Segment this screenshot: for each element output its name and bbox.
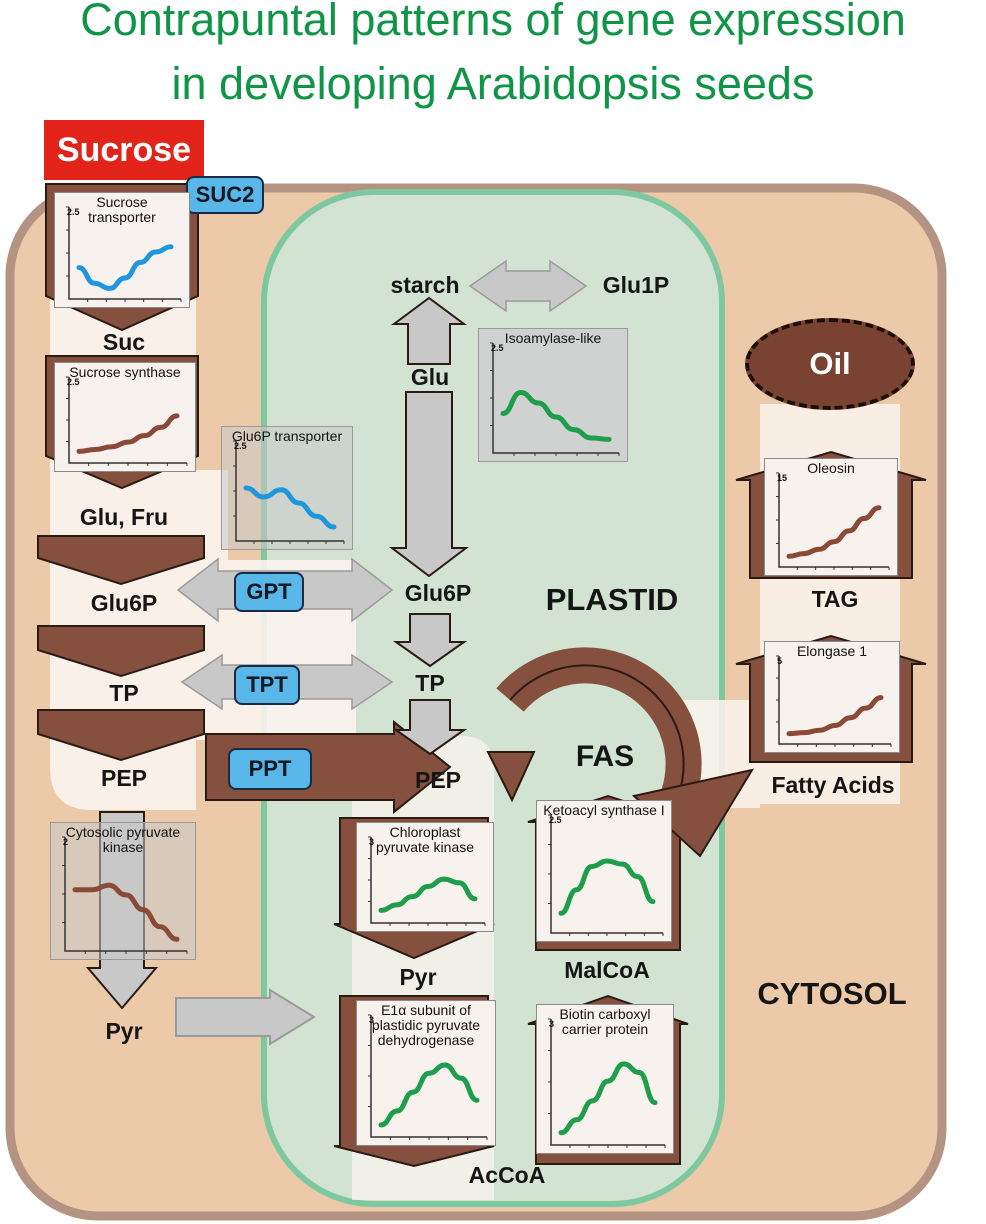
- graph-isoamylase-like: Isoamylase-like 2.5: [478, 328, 628, 462]
- oil-body: Oil: [745, 318, 915, 410]
- graph-ymax: 2: [63, 837, 69, 847]
- cytosol-label: CYTOSOL: [757, 976, 907, 1011]
- graph-title: Glu6P transporter: [231, 428, 343, 444]
- arrow-glu6p-to-tp: [37, 625, 205, 678]
- graph-sucrose-transporter: Sucrose transporter 2.5: [54, 192, 190, 308]
- graph-elongase-1: Elongase 1 5: [764, 641, 900, 753]
- graph-title: Biotin carboxyl carrier protein: [559, 1006, 651, 1037]
- metabolite-glu-fru: Glu, Fru: [79, 504, 169, 530]
- graph-ymax: 3: [549, 1019, 555, 1029]
- arrow-glufru-to-glu6p: [37, 535, 205, 586]
- graph-sucrose-synthase: Sucrose synthase 2.5: [54, 362, 196, 472]
- graph-biotin-carboxyl-carrier-protein: Biotin carboxyl carrier protein 3: [536, 1004, 674, 1154]
- graph-title: Isoamylase-like: [504, 330, 602, 346]
- metabolite-tag: TAG: [811, 586, 859, 612]
- graph-ymax: 2.5: [234, 441, 247, 451]
- expression-curve: [378, 876, 478, 913]
- graph-ymax: 2.5: [549, 815, 562, 825]
- sucrose-box: Sucrose: [44, 120, 204, 180]
- title-line-2: in developing Arabidopsis seeds: [171, 58, 815, 109]
- expression-curve: [786, 505, 882, 559]
- graph-glu6p-transporter: Glu6P transporter 2.5: [221, 426, 353, 550]
- graph-chloroplast-pyruvate-kinase: Chloroplast pyruvate kinase 3: [356, 822, 494, 932]
- graph-oleosin: Oleosin 15: [764, 458, 898, 576]
- graph-ymax: 3: [369, 837, 375, 847]
- graph-axes: [550, 815, 663, 934]
- expression-curve: [378, 1062, 480, 1128]
- arrow-tp-to-pep: [37, 709, 205, 762]
- metabolite-pyr-cytosol: Pyr: [105, 1018, 143, 1044]
- metabolite-glu1p: Glu1P: [602, 272, 670, 298]
- graph-title: Cytosolic pyruvate kinase: [65, 824, 181, 855]
- expression-curve: [500, 389, 612, 442]
- title-line-1: Contrapuntal patterns of gene expression: [80, 0, 906, 45]
- expression-curve: [786, 695, 884, 737]
- graph-title: E1α subunit of plastidic pyruvate dehydr…: [371, 1002, 481, 1048]
- fas-label: FAS: [575, 740, 635, 773]
- graph-title: Chloroplast pyruvate kinase: [375, 824, 475, 855]
- expression-curve: [558, 1061, 658, 1136]
- graph-title: Oleosin: [807, 460, 855, 476]
- arrow-tp-to-pep: [392, 699, 468, 756]
- arrow-pyr-import: [175, 988, 316, 1046]
- graph-e1a-pyruvate-dehydrogenase: E1α subunit of plastidic pyruvate dehydr…: [356, 1000, 496, 1146]
- metabolite-pyr-plastid: Pyr: [399, 964, 437, 990]
- plastid-label: PLASTID: [545, 582, 679, 617]
- metabolite-fatty-acids: Fatty Acids: [771, 772, 895, 798]
- graph-title: Sucrose transporter: [88, 194, 156, 225]
- expression-curve: [243, 485, 337, 530]
- suc2-transporter: SUC2: [186, 176, 264, 214]
- graph-title: Ketoacyl synthase I: [543, 802, 665, 818]
- graph-ymax: 2.5: [67, 207, 80, 217]
- graph-ymax: 15: [777, 473, 788, 483]
- ppt-transporter: PPT: [228, 748, 312, 790]
- arrow-glu-to-glu6p: [389, 391, 469, 578]
- metabolite-accoa: AcCoA: [468, 1162, 546, 1188]
- metabolite-starch: starch: [390, 272, 460, 298]
- fas-cycle-tail: [486, 751, 536, 803]
- arrow-starch-glu1p: [468, 259, 588, 313]
- metabolite-glu: Glu: [410, 364, 450, 390]
- expression-curve: [72, 882, 180, 942]
- metabolite-pep-cytosol: PEP: [100, 765, 148, 791]
- graph-ymax: 2.5: [67, 377, 80, 387]
- arrow-glu6p-to-tp: [392, 613, 468, 668]
- graph-title: Sucrose synthase: [69, 364, 181, 380]
- graph-cytosolic-pyruvate-kinase: Cytosolic pyruvate kinase 2: [50, 822, 196, 960]
- arrow-glu-to-starch: [390, 296, 468, 365]
- gpt-transporter: GPT: [234, 572, 304, 612]
- expression-curve: [76, 413, 180, 454]
- graph-ymax: 2.5: [491, 343, 504, 353]
- metabolite-suc: Suc: [102, 329, 146, 355]
- metabolite-tp-cytosol: TP: [109, 680, 139, 706]
- metabolite-tp-plastid: TP: [415, 670, 445, 696]
- graph-ymax: 5: [777, 656, 783, 666]
- metabolite-pep-plastid: PEP: [414, 767, 462, 793]
- graph-ketoacyl-synthase-1: Ketoacyl synthase I 2.5: [536, 800, 672, 942]
- expression-curve: [76, 244, 174, 291]
- metabolite-glu6p-plastid: Glu6P: [404, 580, 472, 606]
- metabolite-malcoa: MalCoA: [564, 957, 650, 983]
- tpt-transporter: TPT: [234, 665, 300, 705]
- metabolite-glu6p-cytosol: Glu6P: [90, 590, 158, 616]
- graph-ymax: 3: [369, 1015, 375, 1025]
- graph-title: Elongase 1: [796, 643, 868, 659]
- expression-curve: [558, 858, 656, 916]
